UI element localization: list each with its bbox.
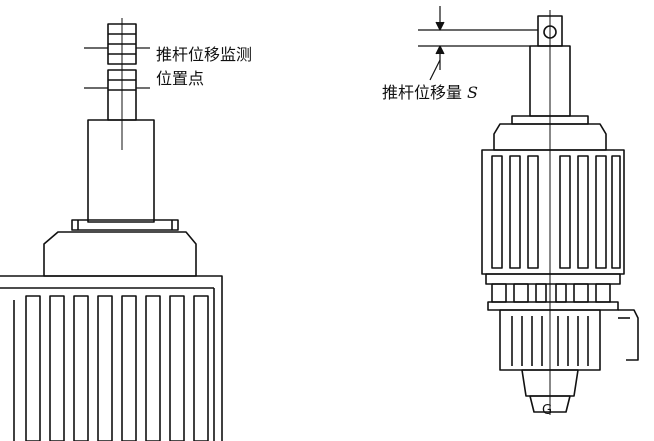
right-mid-fins — [491, 283, 611, 303]
bottom-mark: G — [542, 403, 552, 418]
right-base — [521, 369, 579, 397]
right-thruster — [418, 6, 639, 415]
right-housing — [481, 149, 625, 275]
right-fins-upper — [491, 155, 621, 269]
displacement-dimension — [418, 6, 538, 81]
displacement-symbol: S — [467, 83, 478, 102]
left-cylinder — [87, 119, 155, 223]
left-fins — [13, 295, 209, 441]
left-thruster — [0, 18, 223, 441]
right-fins-lower — [511, 316, 589, 366]
monitor-label-line2: 位置点 — [156, 69, 204, 88]
side-bracket — [618, 309, 639, 361]
monitor-label-line1: 推杆位移监测 — [156, 45, 252, 64]
left-top-cap — [43, 231, 197, 277]
displacement-label: 推杆位移量 — [382, 83, 462, 102]
left-housing — [0, 275, 223, 441]
